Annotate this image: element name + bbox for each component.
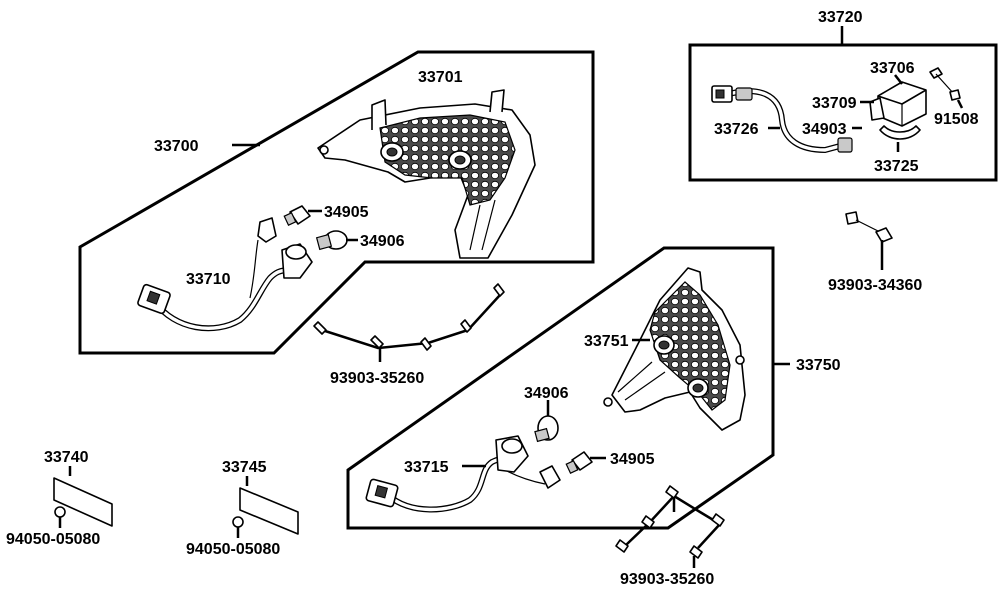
label-33725: 33725	[874, 158, 919, 175]
assembly-box-33700	[78, 50, 595, 355]
bulb-34905-bottom	[565, 451, 593, 475]
label-34905-top: 34905	[324, 204, 369, 221]
label-34903: 34903	[802, 121, 847, 138]
label-33720: 33720	[818, 9, 863, 26]
bulb-34906-top	[315, 230, 348, 251]
screws-93903-35260-top	[313, 283, 505, 362]
label-94050-05080-right: 94050-05080	[186, 541, 280, 558]
screws-93903-35260-bottom	[615, 485, 725, 568]
label-34906-top: 34906	[360, 233, 405, 250]
label-93903-35260-bottom: 93903-35260	[620, 571, 714, 588]
label-33701: 33701	[418, 69, 463, 86]
label-33706: 33706	[870, 60, 915, 77]
label-94050-05080-left: 94050-05080	[6, 531, 100, 548]
socket-wiring-33715	[365, 435, 561, 513]
reflector-33740	[53, 466, 113, 528]
label-93903-35260-top: 93903-35260	[330, 370, 424, 387]
assembly-box-33750	[346, 246, 775, 530]
reflector-33745	[232, 476, 299, 538]
label-33710: 33710	[186, 271, 231, 288]
relay-assembly-33720	[688, 26, 998, 182]
label-33751: 33751	[584, 333, 629, 350]
label-33700: 33700	[154, 138, 199, 155]
label-33740: 33740	[44, 449, 89, 466]
indicator-housing-33701	[317, 89, 536, 259]
front-left-indicator-assembly	[78, 50, 595, 355]
label-34905-bottom: 34905	[610, 451, 655, 468]
bulb-34906-bottom	[534, 415, 559, 443]
label-33745: 33745	[222, 459, 267, 476]
label-91508: 91508	[934, 111, 979, 128]
indicator-housing-33751	[603, 267, 746, 431]
assembly-box-33720	[688, 43, 998, 182]
label-33709: 33709	[812, 95, 857, 112]
bulb-34905-top	[283, 205, 311, 227]
front-right-indicator-assembly	[346, 246, 790, 530]
screw-93903-34360	[845, 211, 893, 270]
label-33750: 33750	[796, 357, 841, 374]
socket-wiring-33710	[137, 217, 313, 332]
label-33715: 33715	[404, 459, 449, 476]
label-93903-34360: 93903-34360	[828, 277, 922, 294]
label-34906-bottom: 34906	[524, 385, 569, 402]
label-33726: 33726	[714, 121, 759, 138]
